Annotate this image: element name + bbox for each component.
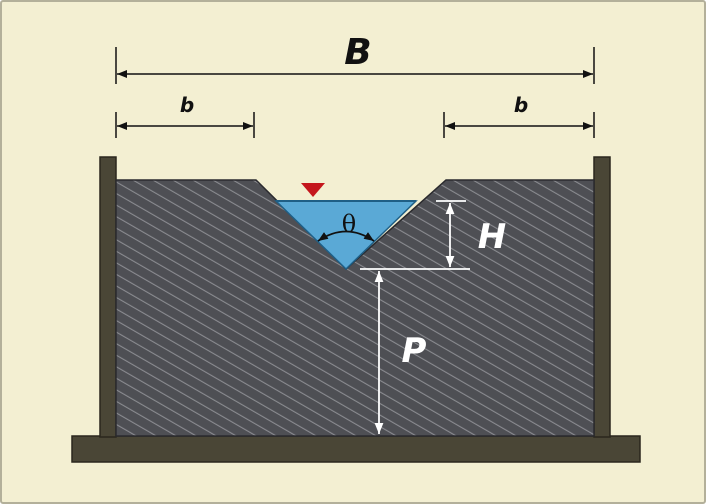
head-label: H [478,217,506,257]
right-shoulder-label: b [514,93,528,117]
notch-angle-label: θ [342,210,356,238]
left-shoulder-label: b [180,93,194,117]
left-post [99,156,117,438]
right-post [593,156,611,438]
water-surface-triangle-icon [301,183,325,197]
weir-plate [115,179,595,437]
base-slab [71,435,641,463]
notch-angle-arc [317,230,375,242]
weir-height-label: P [402,331,427,371]
overall-width-label: B [344,32,371,73]
